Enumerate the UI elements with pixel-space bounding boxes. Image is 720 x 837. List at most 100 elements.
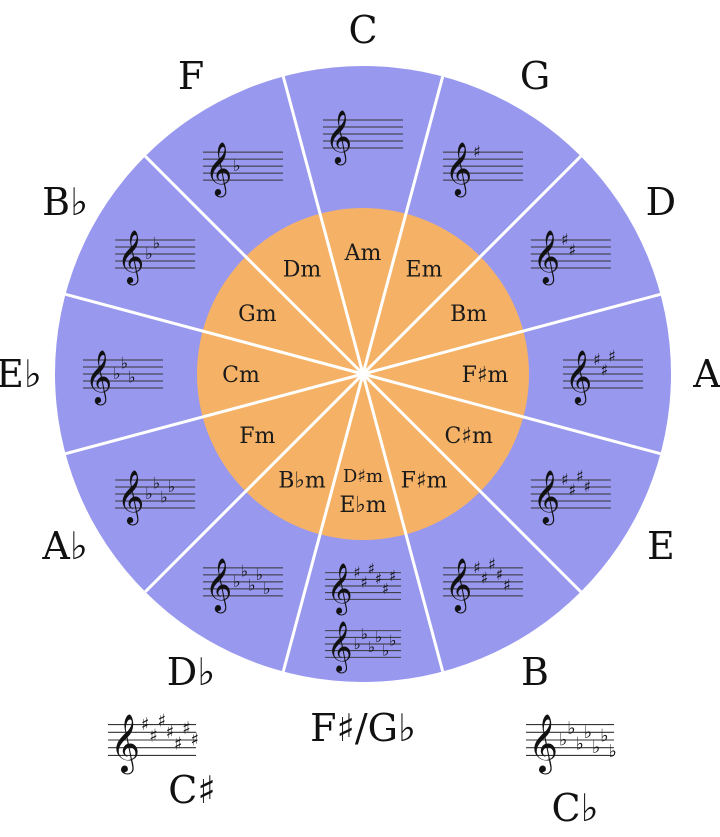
flat-icon: ♭: [153, 234, 161, 253]
flat-icon: ♭: [584, 723, 592, 743]
sharp-icon: ♯: [382, 580, 389, 598]
treble-clef-icon: 𝄞: [85, 349, 112, 405]
major-key-f: F: [178, 54, 204, 98]
sharp-icon: ♯: [166, 723, 175, 743]
segment-divider: [144, 155, 365, 376]
major-key-e: E: [647, 524, 675, 568]
treble-clef-icon: 𝄞: [327, 621, 353, 674]
staff-d-flat: 𝄞♭♭♭♭♭: [203, 557, 283, 613]
minor-key-dm: Dm: [283, 257, 322, 282]
major-key-e-flat: E♭: [0, 352, 42, 396]
flat-icon: ♭: [263, 579, 271, 598]
segment-divider: [361, 373, 445, 672]
flat-icon: ♭: [121, 354, 129, 373]
treble-clef-icon: 𝄞: [533, 229, 560, 285]
sharp-icon: ♯: [375, 570, 382, 588]
staff-e: 𝄞♯♯♯♯: [530, 467, 611, 525]
minor-key-e-flatm: E♭m: [339, 493, 386, 518]
flat-icon: ♭: [368, 638, 375, 656]
flat-icon: ♭: [145, 244, 153, 263]
flat-icon: ♭: [389, 631, 396, 649]
minor-key-fm: Fm: [239, 424, 275, 449]
treble-clef-icon: 𝄞: [445, 557, 472, 613]
sharp-icon: ♯: [481, 568, 489, 587]
major-key-a: A: [692, 352, 720, 396]
sharp-icon: ♯: [503, 575, 511, 594]
flat-icon: ♭: [160, 488, 168, 507]
sharp-icon: ♯: [149, 727, 158, 747]
sharp-icon: ♯: [182, 719, 191, 739]
major-key-f-sharp-g-flat: F♯/G♭: [310, 706, 416, 750]
flat-icon: ♭: [567, 719, 575, 739]
minor-key-b-flatm: B♭m: [278, 469, 326, 494]
flat-icon: ♭: [128, 368, 136, 387]
enharmonic-key-c-flat: C♭: [552, 786, 599, 830]
sharp-icon: ♯: [368, 560, 375, 578]
treble-clef-icon: 𝄞: [110, 713, 140, 775]
sharp-icon: ♯: [389, 567, 396, 585]
sharp-icon: ♯: [601, 361, 609, 380]
major-key-d-flat: D♭: [167, 650, 215, 694]
flat-icon: ♭: [241, 561, 249, 580]
minor-key-bm: Bm: [450, 302, 487, 327]
flat-icon: ♭: [375, 628, 382, 646]
sharp-icon: ♯: [561, 470, 569, 489]
major-key-g: G: [520, 54, 550, 98]
staff-b-flat: 𝄞♭♭: [115, 229, 196, 285]
treble-clef-icon: 𝄞: [528, 713, 558, 775]
segment-divider: [144, 372, 365, 593]
staff-e-flat: 𝄞♭♭♭: [83, 349, 163, 405]
minor-key-em: Em: [406, 257, 443, 282]
sharp-icon: ♯: [608, 347, 616, 366]
minor-key-gm: Gm: [238, 302, 277, 327]
staff-f-sharp-g-flat-sharps: 𝄞♯♯♯♯♯♯: [324, 560, 402, 616]
sharp-icon: ♯: [158, 711, 167, 731]
segment-divider: [361, 76, 445, 375]
segment-divider: [281, 373, 365, 672]
segment-divider: [362, 372, 661, 456]
staff-c: 𝄞: [323, 109, 403, 165]
flat-icon: ♭: [256, 565, 264, 584]
flat-icon: ♭: [600, 727, 608, 747]
treble-clef-icon: 𝄞: [117, 229, 144, 285]
staff-a-flat: 𝄞♭♭♭♭: [115, 469, 196, 525]
segment-divider: [281, 76, 365, 375]
minor-key-am: Am: [344, 241, 382, 266]
sharp-icon: ♯: [496, 565, 504, 584]
sharp-icon: ♯: [576, 467, 584, 486]
sharp-icon: ♯: [561, 230, 569, 249]
sharp-icon: ♯: [568, 481, 576, 500]
flat-icon: ♭: [609, 742, 617, 762]
treble-clef-icon: 𝄞: [117, 469, 144, 525]
minor-key-f-sharpm: F♯m: [401, 469, 448, 494]
segment-divider: [65, 292, 364, 376]
segment-divider: [362, 292, 661, 376]
staff-b: 𝄞♯♯♯♯♯: [443, 554, 523, 613]
flat-icon: ♭: [233, 156, 241, 175]
enharmonic-key-c-sharp: C♯: [168, 768, 215, 812]
staff-d: 𝄞♯♯: [530, 229, 611, 285]
sharp-icon: ♯: [191, 731, 200, 751]
sharp-icon: ♯: [583, 477, 591, 496]
sharp-icon: ♯: [473, 142, 481, 161]
treble-clef-icon: 𝄞: [325, 109, 352, 165]
sharp-icon: ♯: [361, 573, 368, 591]
staff-c-sharp: 𝄞♯♯♯♯♯♯♯: [107, 711, 200, 775]
staff-f: 𝄞♭: [203, 141, 283, 197]
segment-divider: [361, 372, 582, 593]
treble-clef-icon: 𝄞: [205, 557, 232, 613]
flat-icon: ♭: [576, 734, 584, 754]
flat-icon: ♭: [248, 575, 256, 594]
sharp-icon: ♯: [593, 350, 601, 369]
treble-clef-icon: 𝄞: [565, 349, 592, 405]
segment-divider: [65, 372, 364, 456]
sharp-icon: ♯: [174, 734, 183, 754]
minor-key-cm: Cm: [222, 363, 260, 388]
flat-icon: ♭: [354, 635, 361, 653]
treble-clef-icon: 𝄞: [205, 141, 232, 197]
sharp-icon: ♯: [473, 558, 481, 577]
flat-icon: ♭: [168, 477, 176, 496]
flat-icon: ♭: [233, 572, 241, 591]
